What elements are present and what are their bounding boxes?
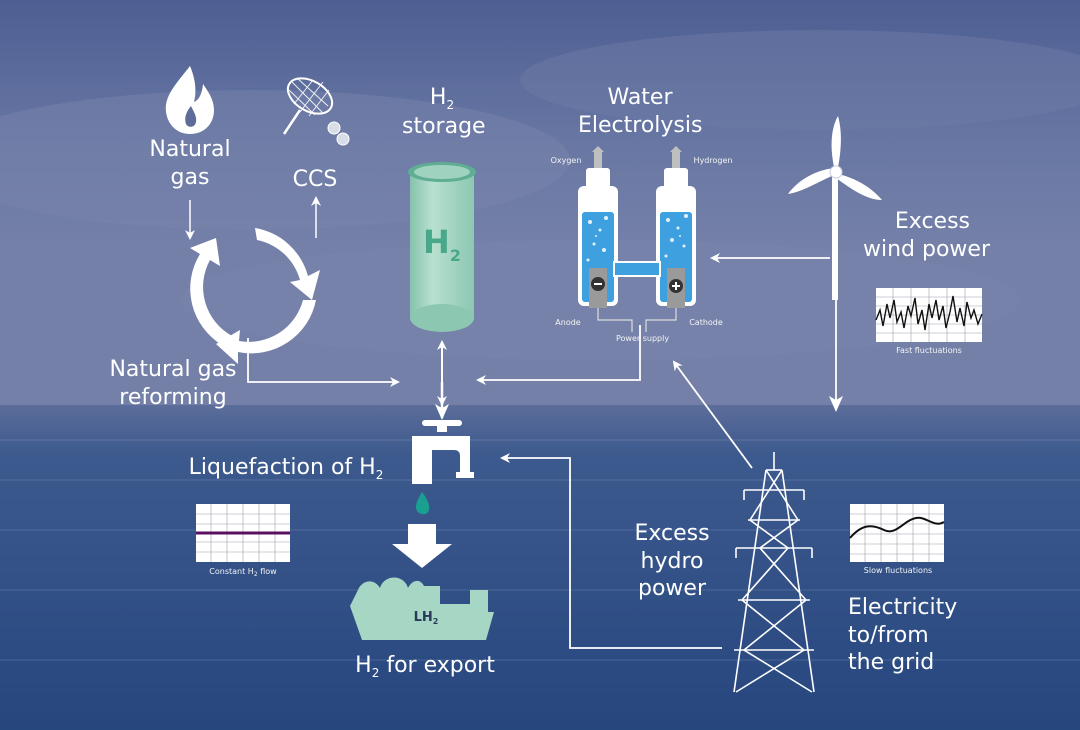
ship-lh2-label: LH2	[413, 610, 439, 626]
electrolysis-to-junction-arrow	[476, 325, 641, 385]
pylon-icon	[733, 452, 815, 693]
tank-h2-label: H2	[423, 223, 461, 265]
constant-flow-chart-icon	[196, 504, 290, 562]
flame-icon	[165, 66, 214, 134]
electrolyser-icon	[578, 146, 696, 332]
recycle-arrows-icon	[190, 228, 320, 364]
slow-fluctuations-label: Slow fluctuations	[863, 566, 933, 575]
grid-to-electrolysis-arrow	[672, 360, 753, 469]
down-arrow-icon	[392, 524, 452, 568]
ship-icon	[350, 577, 494, 640]
droplet-icon	[415, 492, 430, 515]
wind-turbine-icon	[788, 116, 882, 300]
power-supply-label: Power supply	[616, 334, 670, 343]
ccs-label: CCS	[292, 167, 338, 192]
reforming-to-junction-arrow	[247, 338, 400, 387]
fast-fluctuations-label: Fast fluctuations	[896, 346, 962, 355]
storage-tank-icon	[408, 162, 476, 332]
tap-icon	[412, 420, 474, 484]
ccs-net-icon	[282, 77, 350, 146]
cathode-label: Cathode	[689, 318, 723, 327]
constant-h2-flow-label: Constant H2 flow	[209, 567, 277, 578]
hydrogen-label: Hydrogen	[693, 156, 733, 165]
anode-label: Anode	[555, 318, 581, 327]
liquefaction-label: Liquefaction of H2	[188, 455, 384, 482]
grid-to-liquefaction-arrow	[500, 453, 722, 649]
oxygen-label: Oxygen	[550, 156, 582, 165]
h2-for-export-label: H2 for export	[355, 653, 495, 680]
slow-fluctuation-chart-icon	[849, 504, 945, 562]
fluctuation-chart-icon	[875, 288, 983, 342]
sea-background	[0, 405, 1080, 730]
h2-storage-label: H2 storage	[402, 85, 486, 139]
